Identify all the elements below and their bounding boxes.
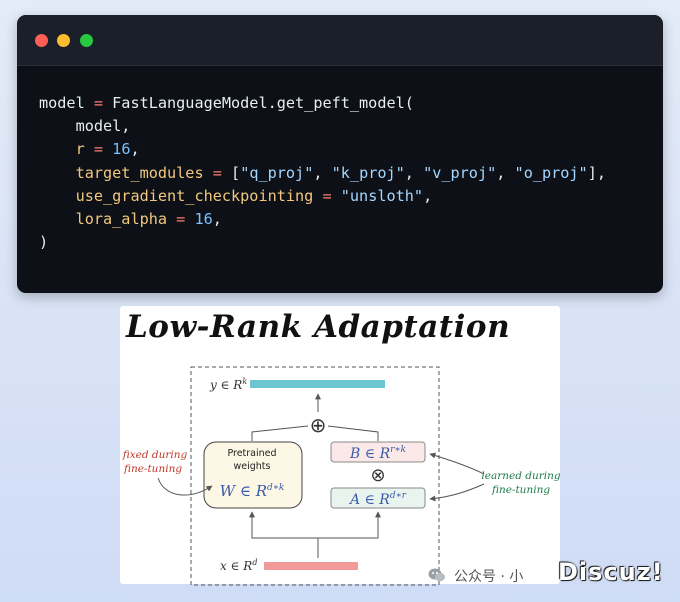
learned-to-b-arrow xyxy=(429,452,485,475)
pretrained-weights-box xyxy=(203,441,303,509)
fixed-note-line-1: fixed during xyxy=(122,449,188,461)
fixed-note-line-2: fine-tuning xyxy=(123,463,182,475)
code-window: model = FastLanguageModel.get_peft_model… xyxy=(17,15,663,293)
input-vector-bar xyxy=(264,562,358,570)
input-label: x ∈ Rd xyxy=(220,558,257,573)
code-line-6: lora_alpha = 16, xyxy=(75,210,222,229)
learned-to-a-arrow xyxy=(429,483,485,502)
code-block: model = FastLanguageModel.get_peft_model… xyxy=(39,92,606,254)
fixed-note-arrow xyxy=(157,477,213,496)
input-to-a-arrow xyxy=(318,511,381,539)
dashed-frame xyxy=(190,366,440,586)
product-operator: ⊗ xyxy=(370,465,385,486)
b-matrix-box xyxy=(330,441,426,463)
watermark-brand: Discuz! xyxy=(558,558,664,586)
b-matrix-label: B ∈ Rr∗k xyxy=(349,445,406,462)
close-window-icon[interactable] xyxy=(35,34,48,47)
minimize-window-icon[interactable] xyxy=(57,34,70,47)
output-label: y ∈ Rk xyxy=(209,377,247,392)
code-line-3: r = 16, xyxy=(75,140,140,159)
code-line-2: model, xyxy=(39,117,131,136)
code-line-4: target_modules = ["q_proj", "k_proj", "v… xyxy=(75,163,606,182)
a-matrix-label: A ∈ Rd∗r xyxy=(348,491,407,508)
figure-title: Low-Rank Adaptation xyxy=(126,309,511,345)
maximize-window-icon[interactable] xyxy=(80,34,93,47)
code-line-1: model = FastLanguageModel.get_peft_model… xyxy=(39,94,414,112)
a-matrix-box xyxy=(330,487,426,509)
input-to-w-arrow xyxy=(249,511,319,558)
learned-note-line-1: learned during xyxy=(481,470,561,482)
window-titlebar xyxy=(17,15,663,66)
w-to-sum-line xyxy=(251,425,309,441)
pretrained-label: Pretrained xyxy=(227,448,276,459)
sum-operator: ⊕ xyxy=(310,413,327,437)
code-line-7: ) xyxy=(39,233,49,252)
code-line-5: use_gradient_checkpointing = "unsloth", xyxy=(75,186,433,205)
watermark: 公众号 · 小 Discuz! xyxy=(428,558,668,590)
output-vector-bar xyxy=(250,380,385,388)
w-matrix-label: W ∈ Rd∗k xyxy=(220,482,285,500)
wechat-icon xyxy=(428,568,445,582)
learned-note-line-2: fine-tuning xyxy=(491,484,550,496)
ba-to-sum-line xyxy=(327,425,379,441)
watermark-text: 公众号 · 小 xyxy=(454,569,524,585)
weights-label: weights xyxy=(234,461,271,472)
